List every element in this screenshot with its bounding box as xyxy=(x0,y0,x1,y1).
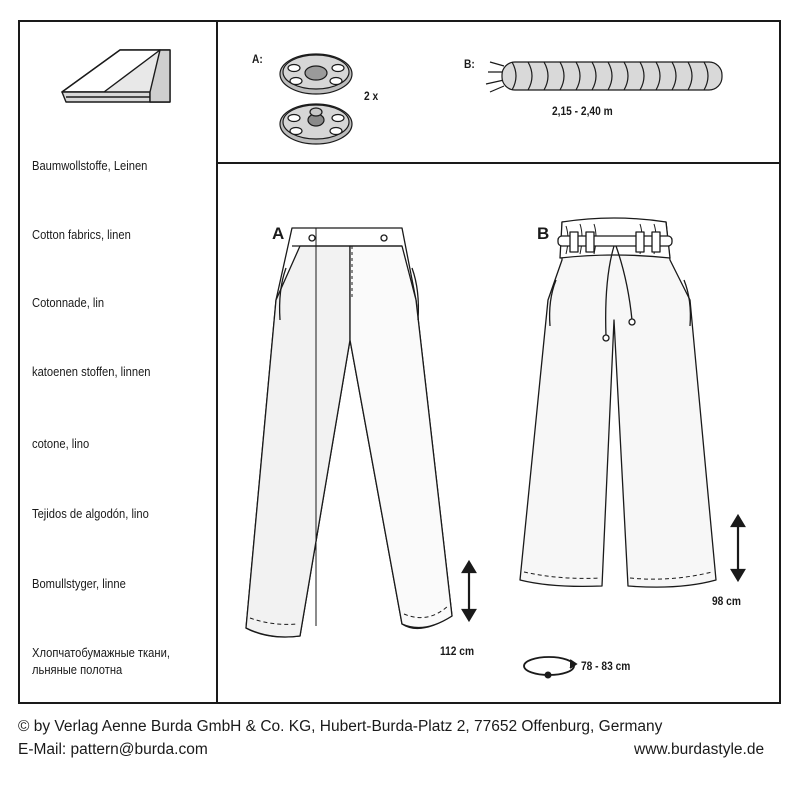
waist-range: 78 - 83 cm xyxy=(581,659,631,673)
notion-a-label: A: xyxy=(252,52,263,66)
fabric-label-it: cotone, lino xyxy=(32,436,90,451)
notion-a-quantity: 2 x xyxy=(364,89,379,103)
fabric-label-de: Baumwollstoffe, Leinen xyxy=(32,158,148,173)
fabric-label-en: Cotton fabrics, linen xyxy=(32,227,131,242)
view-a-length: 112 cm xyxy=(440,644,475,658)
view-b-length: 98 cm xyxy=(712,594,741,608)
notions-divider xyxy=(216,162,781,164)
fabric-label-nl: katoenen stoffen, linnen xyxy=(32,364,151,379)
notion-b-length: 2,15 - 2,40 m xyxy=(552,104,613,118)
view-a-letter: A xyxy=(272,224,285,243)
fabric-label-ru-1: Хлопчатобумажные ткани, xyxy=(32,645,170,660)
fabric-label-ru-2: льняные полотна xyxy=(32,662,123,677)
contact-email[interactable]: E-Mail: pattern@burda.com xyxy=(18,741,208,758)
column-divider xyxy=(216,20,218,704)
notion-b-label: B: xyxy=(464,57,475,71)
view-b-letter: B xyxy=(537,224,550,243)
copyright-text: © by Verlag Aenne Burda GmbH & Co. KG, H… xyxy=(18,718,663,735)
fabric-label-sv: Bomullstyger, linne xyxy=(32,576,126,591)
fabric-label-fr: Cotonnade, lin xyxy=(32,295,105,310)
fabric-label-es: Tejidos de algodón, lino xyxy=(32,506,149,521)
website-link[interactable]: www.burdastyle.de xyxy=(634,741,765,758)
pattern-frame xyxy=(18,20,781,704)
